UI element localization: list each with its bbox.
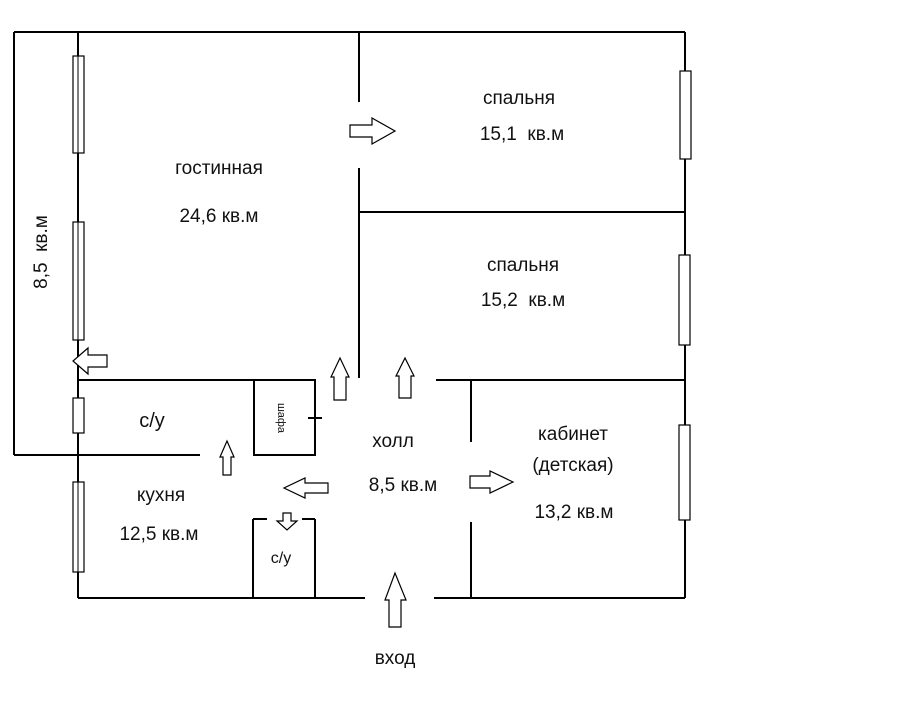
room-area-bedroom1: 15,1 кв.м bbox=[480, 124, 564, 145]
room-name-kitchen: кухня bbox=[137, 485, 185, 506]
door-arrows bbox=[72, 116, 515, 628]
entrance-label: вход bbox=[375, 648, 416, 669]
windows bbox=[72, 55, 692, 573]
room-subtitle-study: (детская) bbox=[532, 455, 613, 476]
arrow-up-to-bath-upper-icon bbox=[219, 439, 235, 476]
room-area-study: 13,2 кв.м bbox=[534, 502, 613, 523]
arrow-down-to-bath-lower-icon bbox=[275, 512, 299, 531]
room-name-study: кабинет bbox=[538, 424, 608, 445]
room-area-hall: 8,5 кв.м bbox=[369, 475, 437, 496]
room-name-bath-lower: с/у bbox=[271, 550, 291, 567]
room-name-bedroom2: спальня bbox=[487, 255, 559, 276]
window-bath-upper bbox=[72, 397, 85, 434]
room-name-bath-upper: с/у bbox=[139, 410, 165, 432]
room-name-hall: холл bbox=[372, 431, 414, 452]
arrow-right-to-bedroom1-icon bbox=[349, 116, 397, 146]
window-study bbox=[678, 424, 691, 521]
room-area-balcony: 8,5 кв.м bbox=[31, 215, 52, 289]
room-name-wardrobe: шафа bbox=[275, 403, 287, 434]
arrow-left-to-balcony-icon bbox=[72, 346, 108, 376]
window-bedroom1 bbox=[679, 70, 692, 160]
room-area-kitchen: 12,5 кв.м bbox=[119, 524, 198, 545]
arrow-up-to-bedroom2-icon bbox=[395, 356, 415, 399]
room-area-living: 24,6 кв.м bbox=[179, 206, 258, 227]
window-bedroom2 bbox=[678, 254, 691, 346]
room-area-bedroom2: 15,2 кв.м bbox=[481, 290, 565, 311]
room-name-bedroom1: спальня bbox=[483, 88, 555, 109]
arrow-up-to-living-icon bbox=[330, 356, 350, 401]
room-name-living: гостинная bbox=[175, 158, 263, 179]
arrow-right-to-study-icon bbox=[469, 470, 515, 494]
room-labels: гостинная 24,6 кв.м спальня 15,1 кв.м сп… bbox=[31, 88, 614, 669]
arrow-left-to-kitchen-icon bbox=[282, 477, 329, 499]
arrow-up-entrance-icon bbox=[384, 571, 407, 628]
